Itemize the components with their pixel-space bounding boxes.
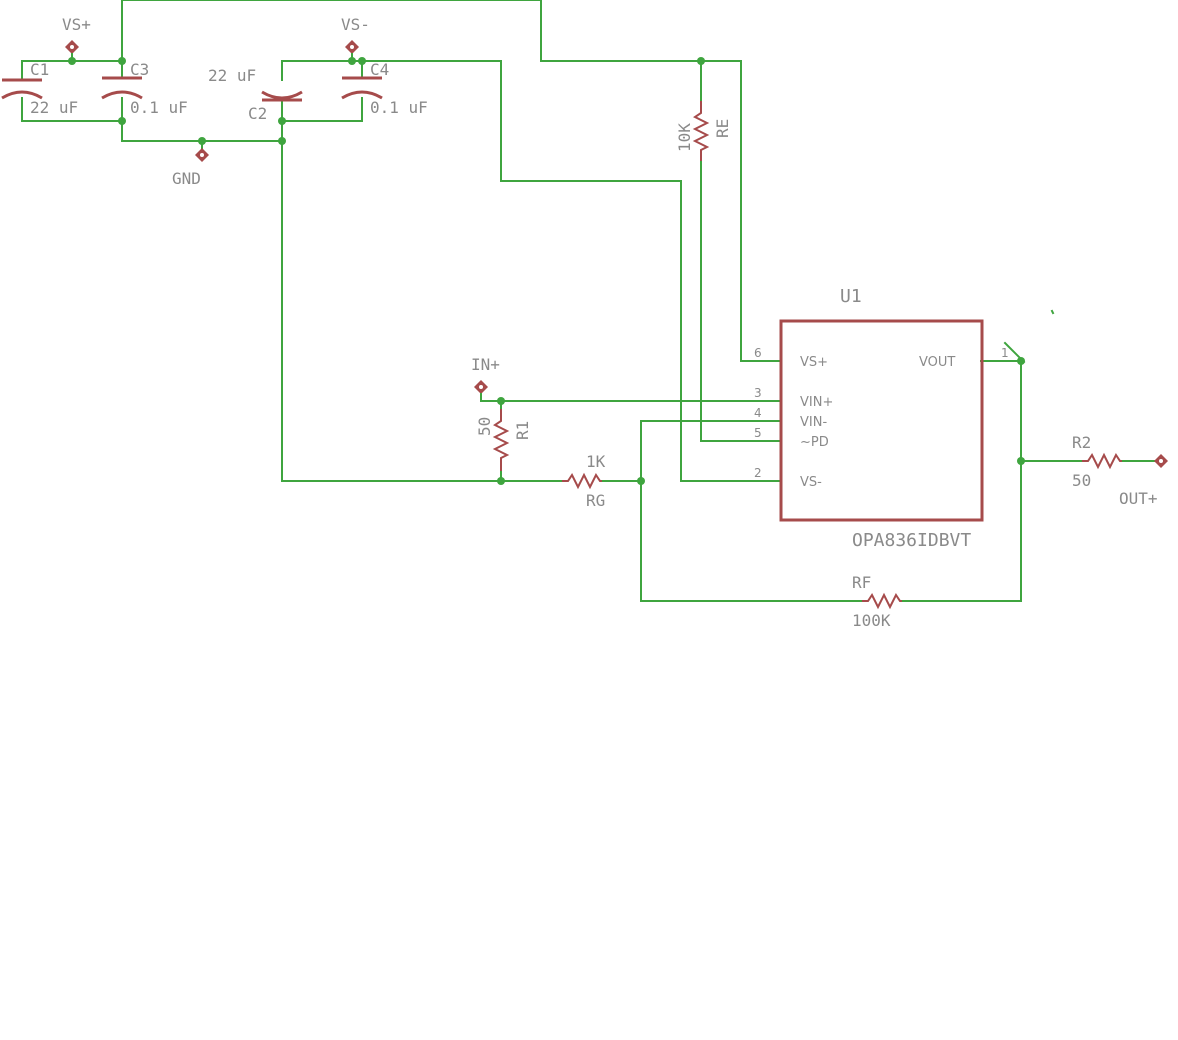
capacitor-c3: C3 0.1 uF [101, 60, 188, 117]
rg-value: 1K [586, 452, 606, 471]
pin-num-vs-plus: 6 [754, 346, 762, 360]
resistor-r1: 50 R1 [475, 409, 532, 471]
junction-dot [118, 117, 126, 125]
junction-dot [637, 477, 645, 485]
c2-name: C2 [248, 104, 267, 123]
opamp-part: OPA836IDBVT [852, 530, 971, 551]
resistor-rg: 1K RG [562, 452, 606, 510]
c4-name: C4 [370, 60, 389, 79]
junction-dot [697, 57, 705, 65]
c4-value: 0.1 uF [370, 98, 428, 117]
c3-value: 0.1 uF [130, 98, 188, 117]
junction-dot [1017, 457, 1025, 465]
vs-plus-port: VS+ [62, 15, 91, 62]
wires [21, 0, 1162, 602]
capacitor-c2: 22 uF C2 [208, 66, 303, 123]
junction-dot [497, 397, 505, 405]
vs-plus-label: VS+ [62, 15, 91, 34]
wire-vs-minus-rail [281, 60, 782, 482]
resistor-re: 10K RE [675, 101, 732, 161]
c1-name: C1 [30, 60, 49, 79]
opamp-ref: U1 [840, 286, 862, 307]
gnd-label: GND [172, 169, 201, 188]
pin-num-vs-minus: 2 [754, 466, 762, 480]
pin-name-vin-minus: VIN- [800, 415, 827, 430]
capacitor-c1: C1 22 uF [1, 60, 78, 117]
pin-name-vs-plus: VS+ [800, 355, 828, 370]
opamp-body [779, 319, 984, 522]
opamp-u1: U1 OPA836IDBVT VS+ VIN+ VIN- ~PD VS- VOU… [754, 286, 1009, 551]
resistor-rf: RF 100K [852, 573, 902, 630]
pin-name-pd: ~PD [800, 435, 829, 450]
vs-minus-port: VS- [341, 15, 370, 62]
re-value: 10K [675, 123, 694, 152]
r2-name: R2 [1072, 433, 1091, 452]
c2-value: 22 uF [208, 66, 256, 85]
resistor-r2: R2 50 [1072, 433, 1122, 490]
pin-num-pd: 5 [754, 426, 762, 440]
c1-value: 22 uF [30, 98, 78, 117]
wire-rf-right [901, 360, 1022, 602]
junction-dot [278, 117, 286, 125]
junction-dot [278, 137, 286, 145]
pin-name-vs-minus: VS- [800, 475, 822, 490]
wire-gnd-down [281, 120, 502, 482]
pin-num-vin-minus: 4 [754, 406, 762, 420]
r2-value: 50 [1072, 471, 1091, 490]
c3-name: C3 [130, 60, 149, 79]
junction-dot [1017, 357, 1025, 365]
gnd-port: GND [172, 140, 209, 188]
rg-name: RG [586, 491, 605, 510]
out-plus-port: OUT+ [1119, 454, 1168, 508]
out-plus-label: OUT+ [1119, 489, 1158, 508]
wire-vin-minus [640, 420, 782, 602]
junction-dot [497, 477, 505, 485]
pin-name-vout: VOUT [919, 355, 955, 370]
in-plus-port: IN+ [471, 355, 500, 402]
capacitor-c4: C4 0.1 uF [341, 60, 428, 117]
r1-name: R1 [513, 421, 532, 440]
vs-minus-label: VS- [341, 15, 370, 34]
wire-c2-bottom [281, 97, 363, 122]
rf-value: 100K [852, 611, 891, 630]
pin-num-vout: 1 [1001, 346, 1009, 360]
junction-dot [118, 57, 126, 65]
re-name: RE [713, 119, 732, 138]
pin-num-vin-plus: 3 [754, 386, 762, 400]
rf-name: RF [852, 573, 871, 592]
in-plus-label: IN+ [471, 355, 500, 374]
pin-name-vin-plus: VIN+ [800, 395, 833, 410]
junction-dot [358, 57, 366, 65]
wire-re-pd [700, 160, 782, 442]
wire-stray [1050, 309, 1055, 315]
junctions [68, 57, 1025, 485]
r1-value: 50 [475, 417, 494, 436]
